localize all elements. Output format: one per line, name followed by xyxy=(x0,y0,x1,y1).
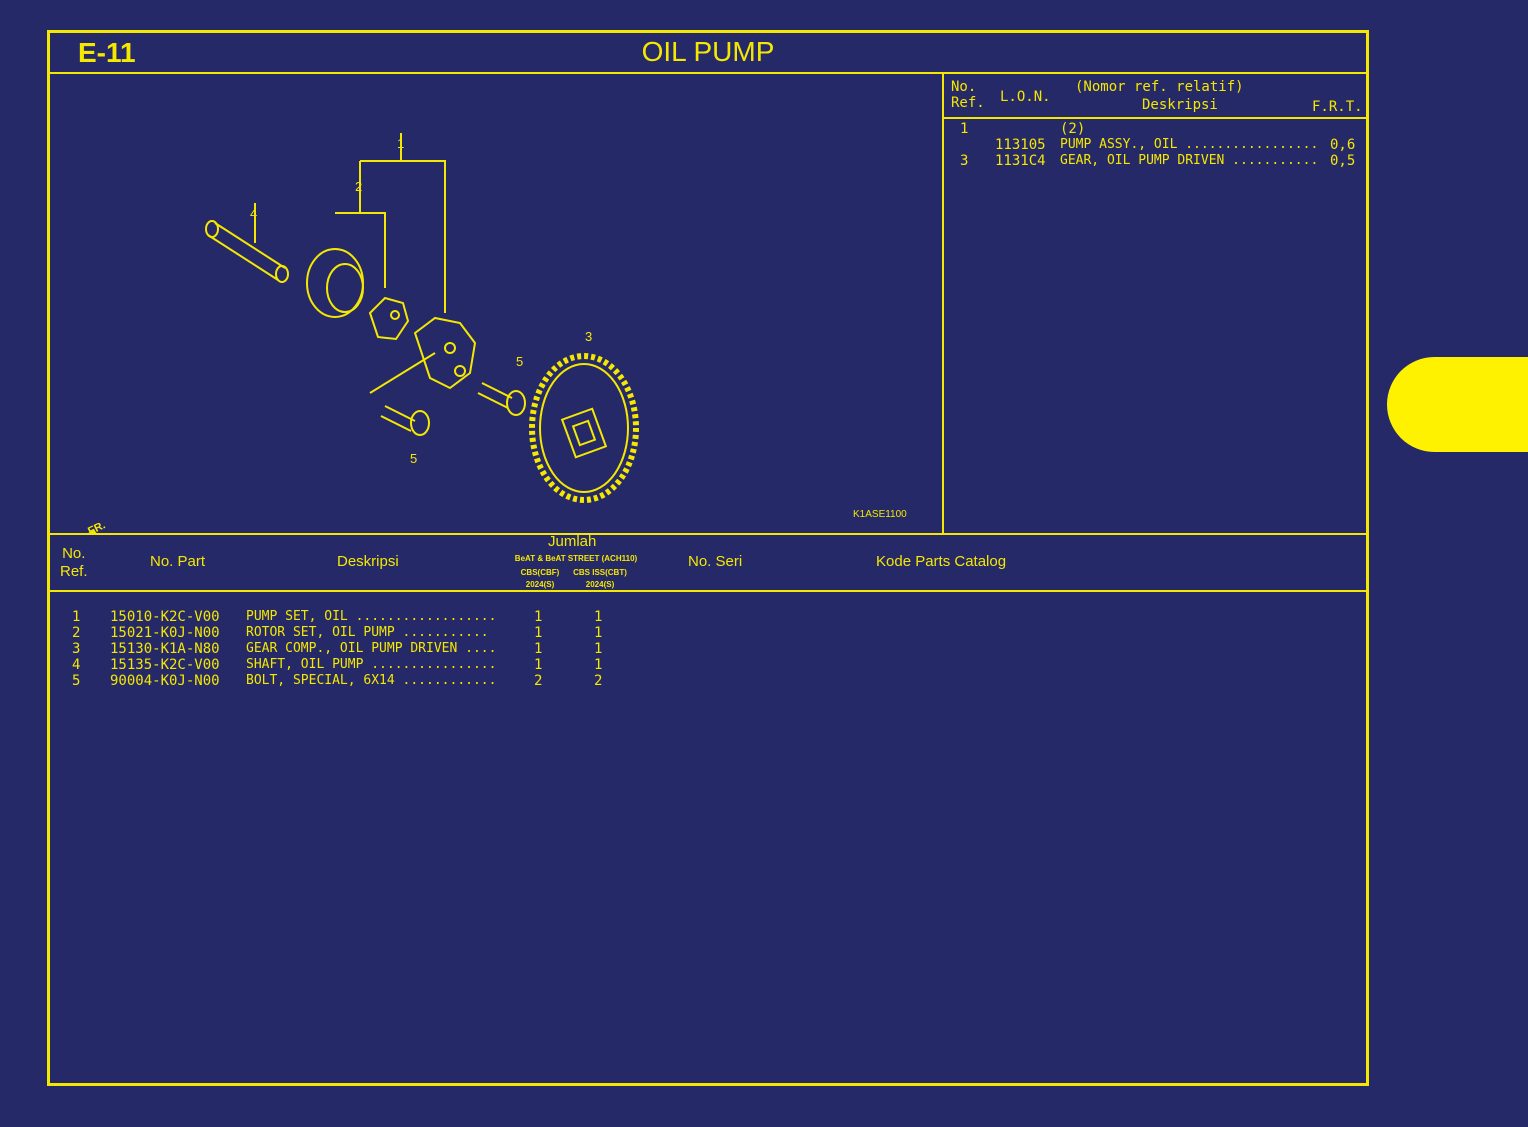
parts-catalog-page: E-11 OIL PUMP 1 2 3 4 5 5 FR. K1ASE1100 … xyxy=(47,30,1369,1086)
model-header: BeAT & BeAT STREET (ACH110) xyxy=(514,554,638,563)
divider xyxy=(942,117,1366,119)
jumlah-header: Jumlah xyxy=(548,533,597,550)
no-seri-header: No. Seri xyxy=(688,553,743,570)
callout-1: 1 xyxy=(397,136,404,151)
front-label: FR. xyxy=(86,519,107,533)
pump-body-icon xyxy=(413,316,477,390)
outer-rotor-icon xyxy=(306,248,364,318)
callout-3: 3 xyxy=(585,329,592,344)
kode-header: Kode Parts Catalog xyxy=(876,553,1007,570)
callout-5b: 5 xyxy=(410,451,417,466)
nomor-header: (Nomor ref. relatif) xyxy=(1075,79,1244,95)
frt-header: F.R.T. xyxy=(1312,99,1363,115)
section-code: E-11 xyxy=(78,37,136,68)
page-title: OIL PUMP xyxy=(641,36,775,67)
callout-4: 4 xyxy=(250,206,257,221)
drawing-number: K1ASE1100 xyxy=(853,509,907,520)
deskripsi-header: Deskripsi xyxy=(1142,97,1218,113)
callout-5: 5 xyxy=(516,354,523,369)
col1-header: CBS(CBF)2024(S) xyxy=(520,568,560,589)
deskripsi-header: Deskripsi xyxy=(337,553,399,570)
no-part-header: No. Part xyxy=(150,553,206,570)
exploded-diagram: 1 2 3 4 5 5 FR. xyxy=(86,133,639,533)
ref-row-frt: 0,5 xyxy=(1330,153,1356,169)
side-tab[interactable] xyxy=(1387,357,1528,452)
shaft-icon xyxy=(205,220,289,283)
bolt-icon xyxy=(477,382,526,416)
no-ref-header: No.Ref. xyxy=(60,545,88,580)
divider xyxy=(50,590,1366,592)
ref-row-desc: (2) xyxy=(1060,121,1086,137)
lon-header: L.O.N. xyxy=(1000,89,1051,105)
ref-row-ref: 3 xyxy=(960,153,969,169)
divider xyxy=(50,533,1366,535)
bolt-icon-2 xyxy=(369,352,436,436)
divider xyxy=(942,72,944,533)
ref-row-desc: PUMP ASSY., OIL ................. xyxy=(1060,137,1319,152)
divider xyxy=(50,72,1366,74)
ref-row-lon: 113105 xyxy=(995,137,1046,153)
inner-rotor-icon xyxy=(368,296,410,341)
ref-no-header: No.Ref. xyxy=(951,79,985,111)
ref-row-lon: 1131C4 xyxy=(995,153,1046,169)
ref-row-desc: GEAR, OIL PUMP DRIVEN ........... xyxy=(1060,153,1319,168)
gear-icon xyxy=(529,353,639,503)
ref-row: 1 xyxy=(960,121,969,137)
callout-lines xyxy=(254,133,446,313)
ref-row-frt: 0,6 xyxy=(1330,137,1356,153)
callout-2: 2 xyxy=(355,179,362,194)
col2-header: CBS ISS(CBT)2024(S) xyxy=(573,568,627,589)
front-arrow-icon xyxy=(88,529,97,533)
